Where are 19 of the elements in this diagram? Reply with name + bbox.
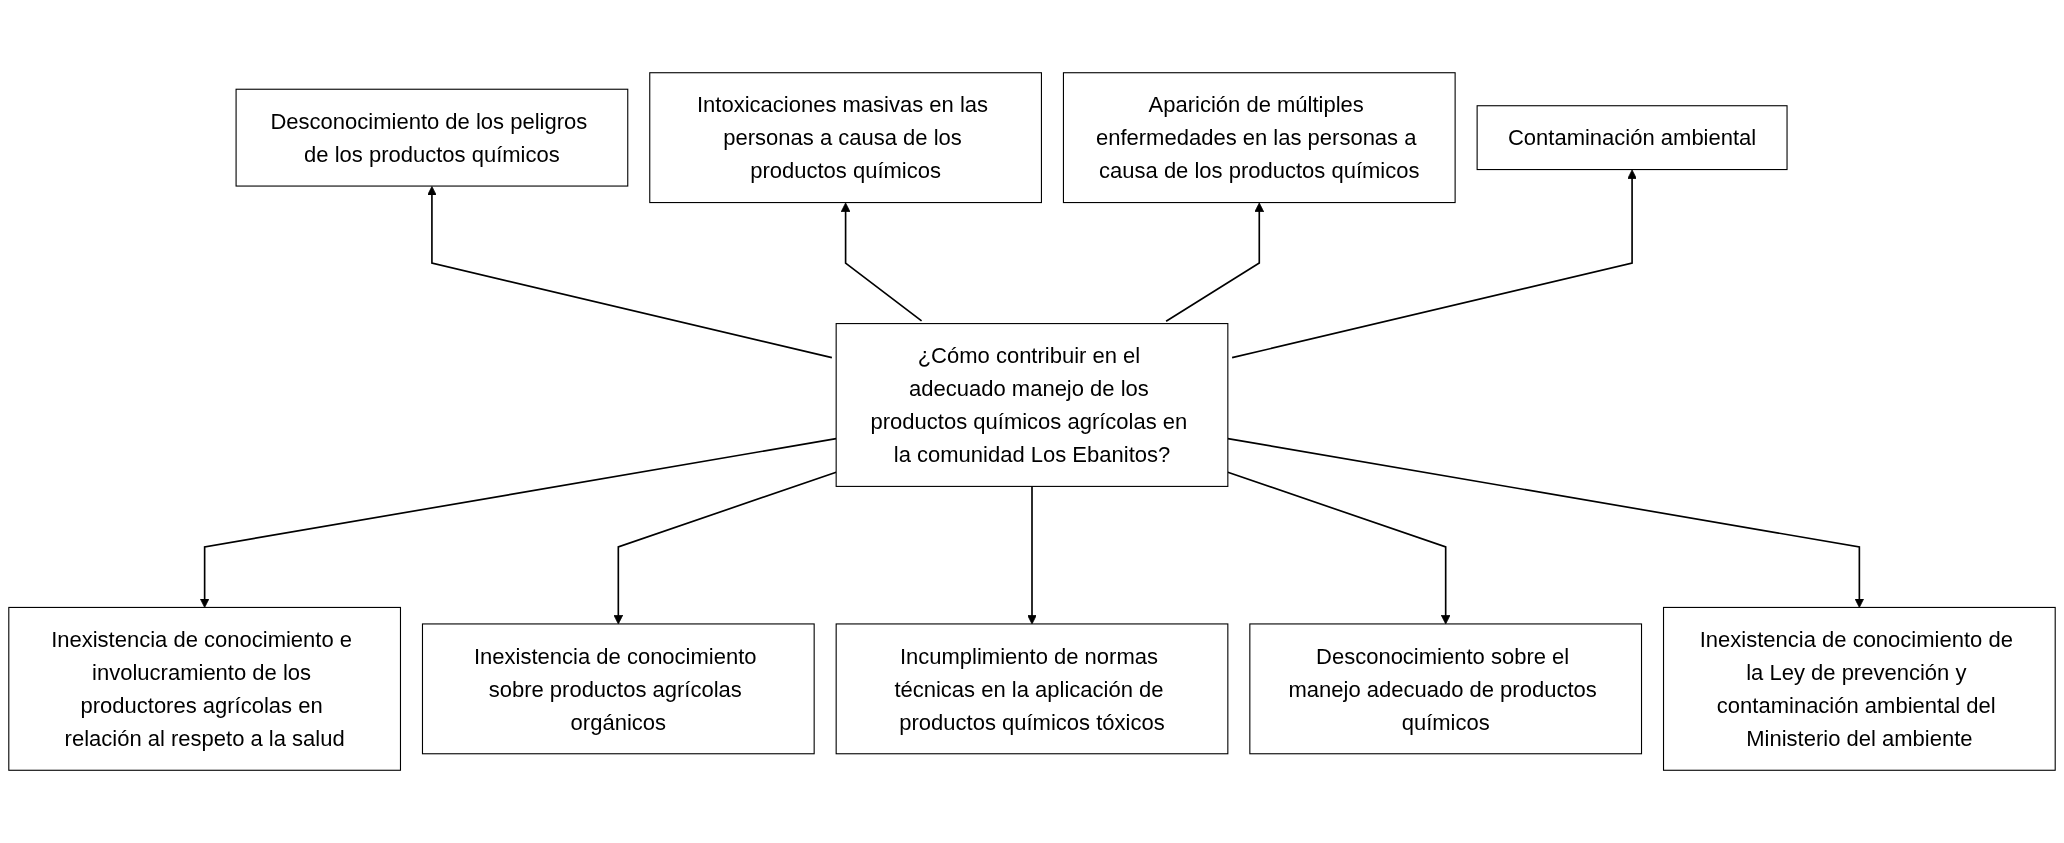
node-box: Desconocimiento sobre el manejo adecuado de productos químicos <box>1249 623 1643 755</box>
arrow <box>1227 437 1865 608</box>
arrow <box>840 202 923 322</box>
arrow <box>1165 202 1265 323</box>
node-box: Inexistencia de conocimiento de la Ley de prevención y contaminación ambiental del Ministerio del ambiente <box>1662 606 2056 771</box>
node-box: Contaminación ambiental <box>1476 105 1788 171</box>
node-box: Inexistencia de conocimiento sobre productos agrícolas orgánicos <box>421 623 815 755</box>
node-box: Aparición de múltiples enfermedades en las personas a causa de los productos químicos <box>1062 72 1456 204</box>
arrow <box>427 186 833 359</box>
node-box: Intoxicaciones masivas en las personas a causa de los productos químicos <box>649 72 1042 204</box>
arrow <box>1231 169 1637 359</box>
arrow <box>1227 471 1451 625</box>
node-box: Incumplimiento de normas técnicas en la aplicación de productos químicos tóxicos <box>835 623 1229 755</box>
node-box: Inexistencia de conocimiento e involucramiento de los productores agrícolas en relación al respeto a la salud <box>8 606 402 771</box>
arrow <box>199 437 837 608</box>
arrow <box>1027 485 1037 625</box>
node-box: Desconocimiento de los peligros de los productos químicos <box>235 88 629 187</box>
arrow <box>613 471 837 625</box>
node-box: ¿Cómo contribuir en el adecuado manejo de los productos químicos agrícolas en la comunidad Los Ebanitos? <box>835 323 1229 487</box>
